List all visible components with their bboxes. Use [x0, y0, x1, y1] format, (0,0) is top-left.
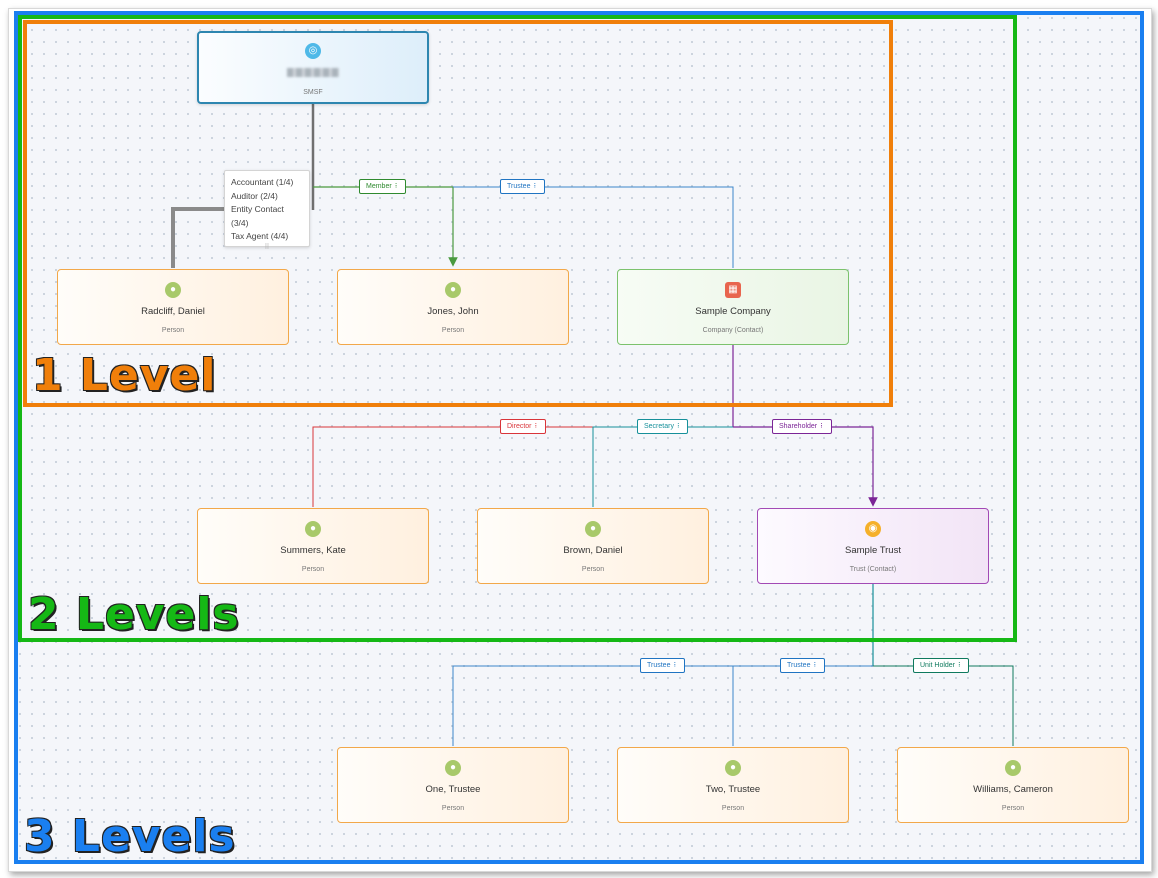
node-type: Company (Contact) — [702, 327, 764, 334]
drag-dots-icon: ⠇ — [533, 184, 538, 190]
person-icon: ● — [445, 760, 461, 776]
dotted-grid-background — [14, 12, 1144, 864]
popup-item[interactable]: Entity Contact (3/4) — [231, 204, 284, 228]
company-icon: ▦ — [725, 282, 741, 298]
node-type: Trust (Contact) — [849, 566, 897, 573]
edge-label-member[interactable]: Member⠇ — [359, 179, 407, 194]
edge-label-text: Unit Holder — [920, 662, 956, 669]
drag-dots-icon: ⠇ — [676, 424, 682, 430]
person-icon: ● — [585, 521, 601, 537]
edge-label-director[interactable]: Director⠇ — [500, 419, 546, 434]
redacted-entity-name — [287, 68, 339, 77]
person-icon: ● — [725, 760, 741, 776]
drag-dots-icon: ⠇ — [534, 424, 539, 430]
node-name: Sample Trust — [845, 545, 901, 556]
level-2-frame — [18, 15, 1017, 642]
level-1-label: 1 Level — [32, 350, 217, 401]
node-name: Summers, Kate — [280, 545, 346, 556]
edge-label-text: Member — [366, 183, 392, 190]
node-sample-company[interactable]: ▦ Sample Company Company (Contact) — [617, 269, 849, 345]
node-name: Brown, Daniel — [563, 545, 623, 556]
node-type: Person — [581, 566, 605, 573]
node-summers-kate[interactable]: ● Summers, Kate Person — [197, 508, 429, 584]
node-name: Radcliff, Daniel — [141, 306, 205, 317]
trustee-connector — [453, 186, 734, 268]
drag-dots-icon: ⠇ — [813, 663, 818, 669]
node-name: Jones, John — [427, 306, 479, 317]
drag-dots-icon: ⠇ — [820, 424, 825, 430]
node-jones-john[interactable]: ● Jones, John Person — [337, 269, 569, 345]
node-name: Two, Trustee — [705, 784, 761, 795]
trust-icon: ◉ — [865, 521, 881, 537]
edge-label-text: Director — [507, 423, 532, 430]
node-radcliff-daniel[interactable]: ● Radcliff, Daniel Person — [57, 269, 289, 345]
accountant-connector — [171, 207, 224, 268]
node-two-trustee[interactable]: ● Two, Trustee Person — [617, 747, 849, 823]
level-1-frame — [23, 20, 893, 407]
drag-dots-icon: ⠇ — [673, 663, 678, 669]
edge-label-shareholder[interactable]: Shareholder⠇ — [772, 419, 832, 434]
trustee-3-connector — [732, 665, 873, 746]
level-3-label: 3 Levels — [24, 811, 236, 862]
node-type: Person — [301, 566, 325, 573]
person-icon: ● — [445, 282, 461, 298]
popup-item[interactable]: Accountant (1/4) — [231, 177, 294, 187]
person-icon: ● — [165, 282, 181, 298]
edge-label-text: Trustee — [507, 183, 531, 190]
edge-label-text: Shareholder — [779, 423, 818, 430]
edge-label-trustee[interactable]: Trustee⠇ — [780, 658, 825, 673]
drag-handle-icon[interactable]: ⠿ — [264, 243, 270, 251]
drag-dots-icon: ⠇ — [394, 184, 400, 190]
node-type: SMSF — [303, 89, 323, 96]
relationship-popup[interactable]: Accountant (1/4) Auditor (2/4) Entity Co… — [224, 170, 310, 251]
node-name: One, Trustee — [425, 784, 481, 795]
level-2-label: 2 Levels — [28, 589, 240, 640]
edge-label-unit-holder[interactable]: Unit Holder⠇ — [913, 658, 970, 673]
drag-dots-icon: ⠇ — [958, 663, 963, 669]
edge-label-secretary[interactable]: Secretary⠇ — [637, 419, 689, 434]
edge-label-trustee[interactable]: Trustee⠇ — [500, 179, 545, 194]
node-brown-daniel[interactable]: ● Brown, Daniel Person — [477, 508, 709, 584]
root-smsf-node[interactable]: ◎ SMSF — [197, 31, 429, 104]
node-name: Sample Company — [695, 306, 771, 317]
person-icon: ● — [305, 521, 321, 537]
node-type: Person — [161, 327, 185, 334]
level-3-frame — [14, 11, 1144, 864]
edge-label-text: Trustee — [647, 662, 671, 669]
edge-label-text: Trustee — [787, 662, 811, 669]
node-type: Person — [1001, 805, 1025, 812]
node-one-trustee[interactable]: ● One, Trustee Person — [337, 747, 569, 823]
node-williams-cameron[interactable]: ● Williams, Cameron Person — [897, 747, 1129, 823]
person-icon: ● — [1005, 760, 1021, 776]
node-type: Person — [441, 327, 465, 334]
edge-label-trustee[interactable]: Trustee⠇ — [640, 658, 685, 673]
node-name: Williams, Cameron — [973, 784, 1053, 795]
edge-label-text: Secretary — [644, 423, 674, 430]
smsf-icon: ◎ — [305, 43, 321, 59]
node-type: Person — [441, 805, 465, 812]
popup-item[interactable]: Auditor (2/4) — [231, 190, 278, 201]
node-type: Person — [721, 805, 745, 812]
node-sample-trust[interactable]: ◉ Sample Trust Trust (Contact) — [757, 508, 989, 584]
popup-item[interactable]: Tax Agent (4/4) — [231, 231, 289, 241]
